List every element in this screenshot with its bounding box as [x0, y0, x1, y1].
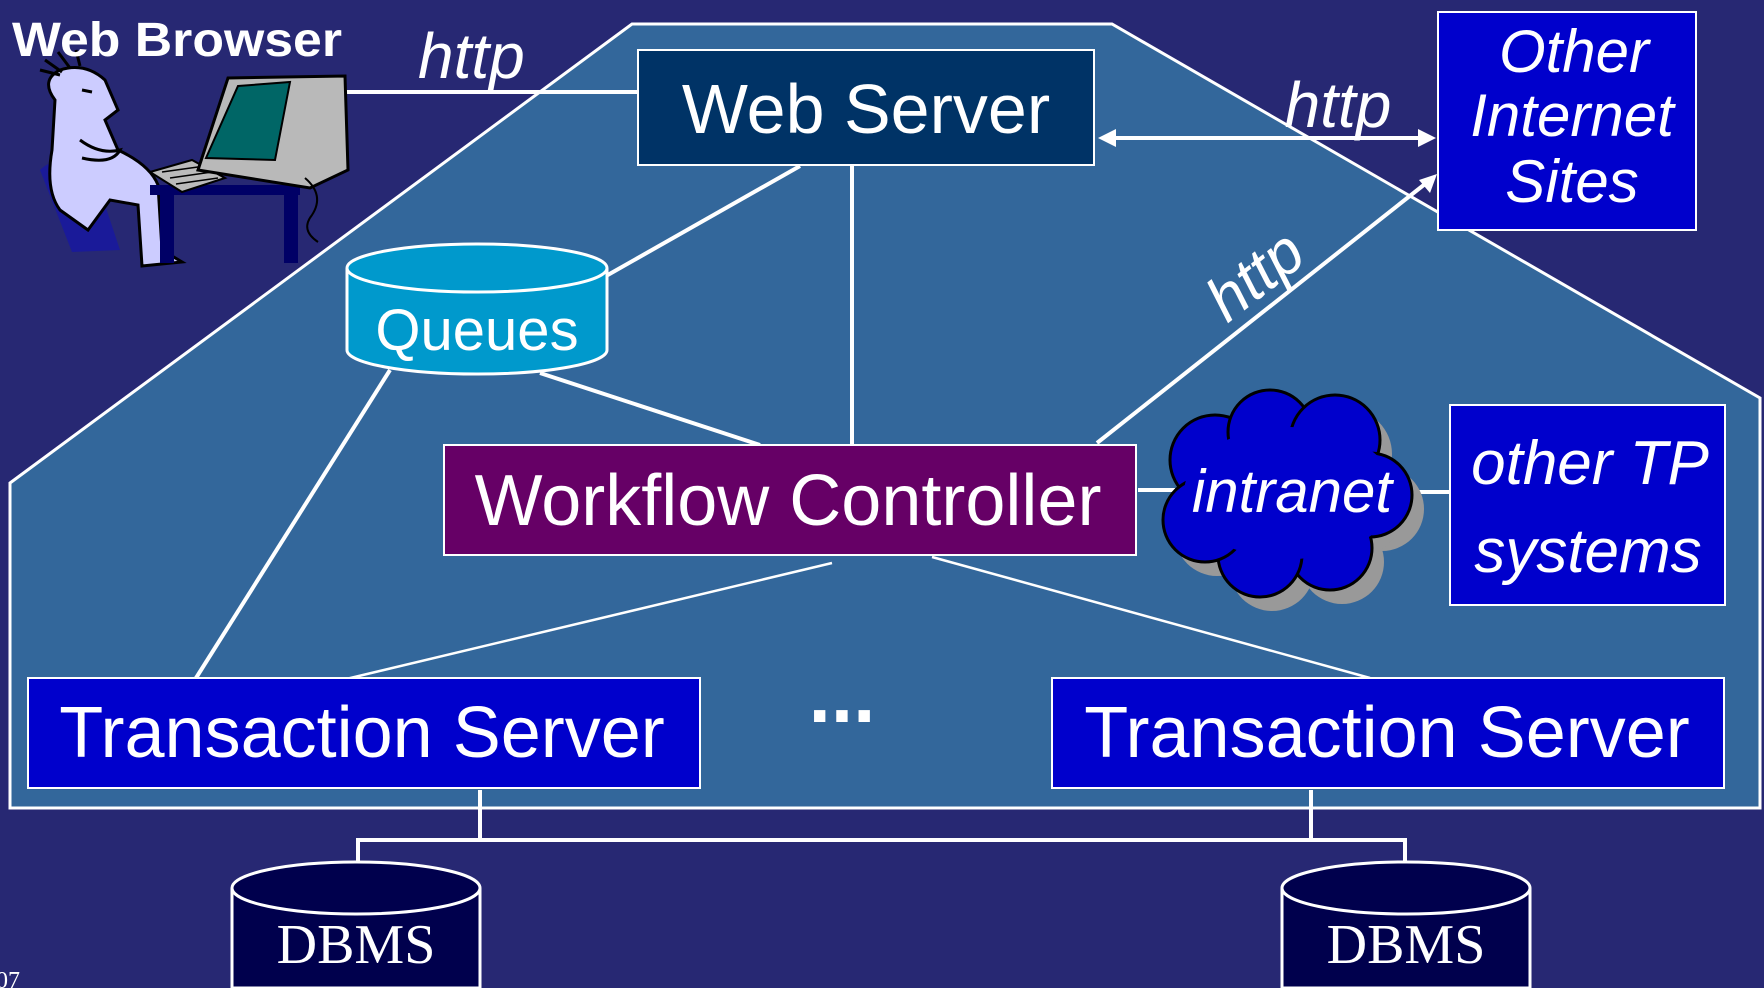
page-number: 07 [0, 968, 20, 988]
workflow-to-transaction-server-right-line [931, 555, 1371, 680]
workflow-to-transaction-server-left-line [341, 561, 833, 682]
intranet-cloud-icon [1161, 388, 1424, 611]
workflow-to-transaction-servers-lines [341, 555, 1371, 682]
webserver-to-queues-line [605, 164, 801, 278]
http-arrows [1098, 129, 1437, 193]
arrowhead-right-icon [1418, 129, 1436, 147]
ellipsis-label: ... [809, 650, 876, 739]
other-sites-line1: Other [1499, 18, 1651, 85]
intranet-label: intranet [1192, 458, 1394, 525]
http-browser-label: http [418, 20, 525, 92]
transaction-server-left-label: Transaction Server [59, 693, 665, 773]
transaction-server-left-box [27, 677, 701, 789]
web-server-box [637, 49, 1095, 166]
http-other-sites-label: http [1285, 69, 1392, 141]
transaction-server-right-box [1051, 677, 1725, 789]
system-boundary [8, 22, 1762, 810]
workflow-to-internet-line [1095, 182, 1427, 445]
arrowhead-left-icon [1098, 129, 1116, 147]
connection-lines [194, 90, 1450, 862]
queues-to-workflow-line [539, 371, 761, 447]
dbms-bus-line [356, 838, 1407, 862]
workflow-controller-label: Workflow Controller [475, 461, 1102, 541]
other-tp-systems-box [1449, 404, 1726, 606]
other-tp-line1: other TP [1471, 429, 1709, 498]
other-tp-line2: systems [1474, 517, 1701, 586]
queues-cylinder [345, 242, 609, 376]
dbms-left-label: DBMS [277, 914, 436, 976]
web-browser-label: Web Browser [12, 14, 342, 67]
dbms-right-label: DBMS [1327, 914, 1486, 976]
other-sites-line2: Internet [1470, 82, 1676, 149]
transaction-server-right-label: Transaction Server [1084, 693, 1690, 773]
person-at-computer-icon [39, 49, 350, 268]
arrowhead-diagonal-icon [1419, 174, 1437, 193]
web-server-label: Web Server [682, 70, 1050, 148]
other-internet-sites-box [1437, 11, 1697, 231]
other-sites-line3: Sites [1505, 148, 1638, 215]
workflow-controller-box [443, 444, 1137, 556]
dbms-left-cylinder [230, 860, 482, 988]
queues-label: Queues [375, 298, 578, 363]
queues-to-transaction-server-left-line [194, 368, 392, 680]
dbms-right-cylinder [1280, 860, 1532, 988]
